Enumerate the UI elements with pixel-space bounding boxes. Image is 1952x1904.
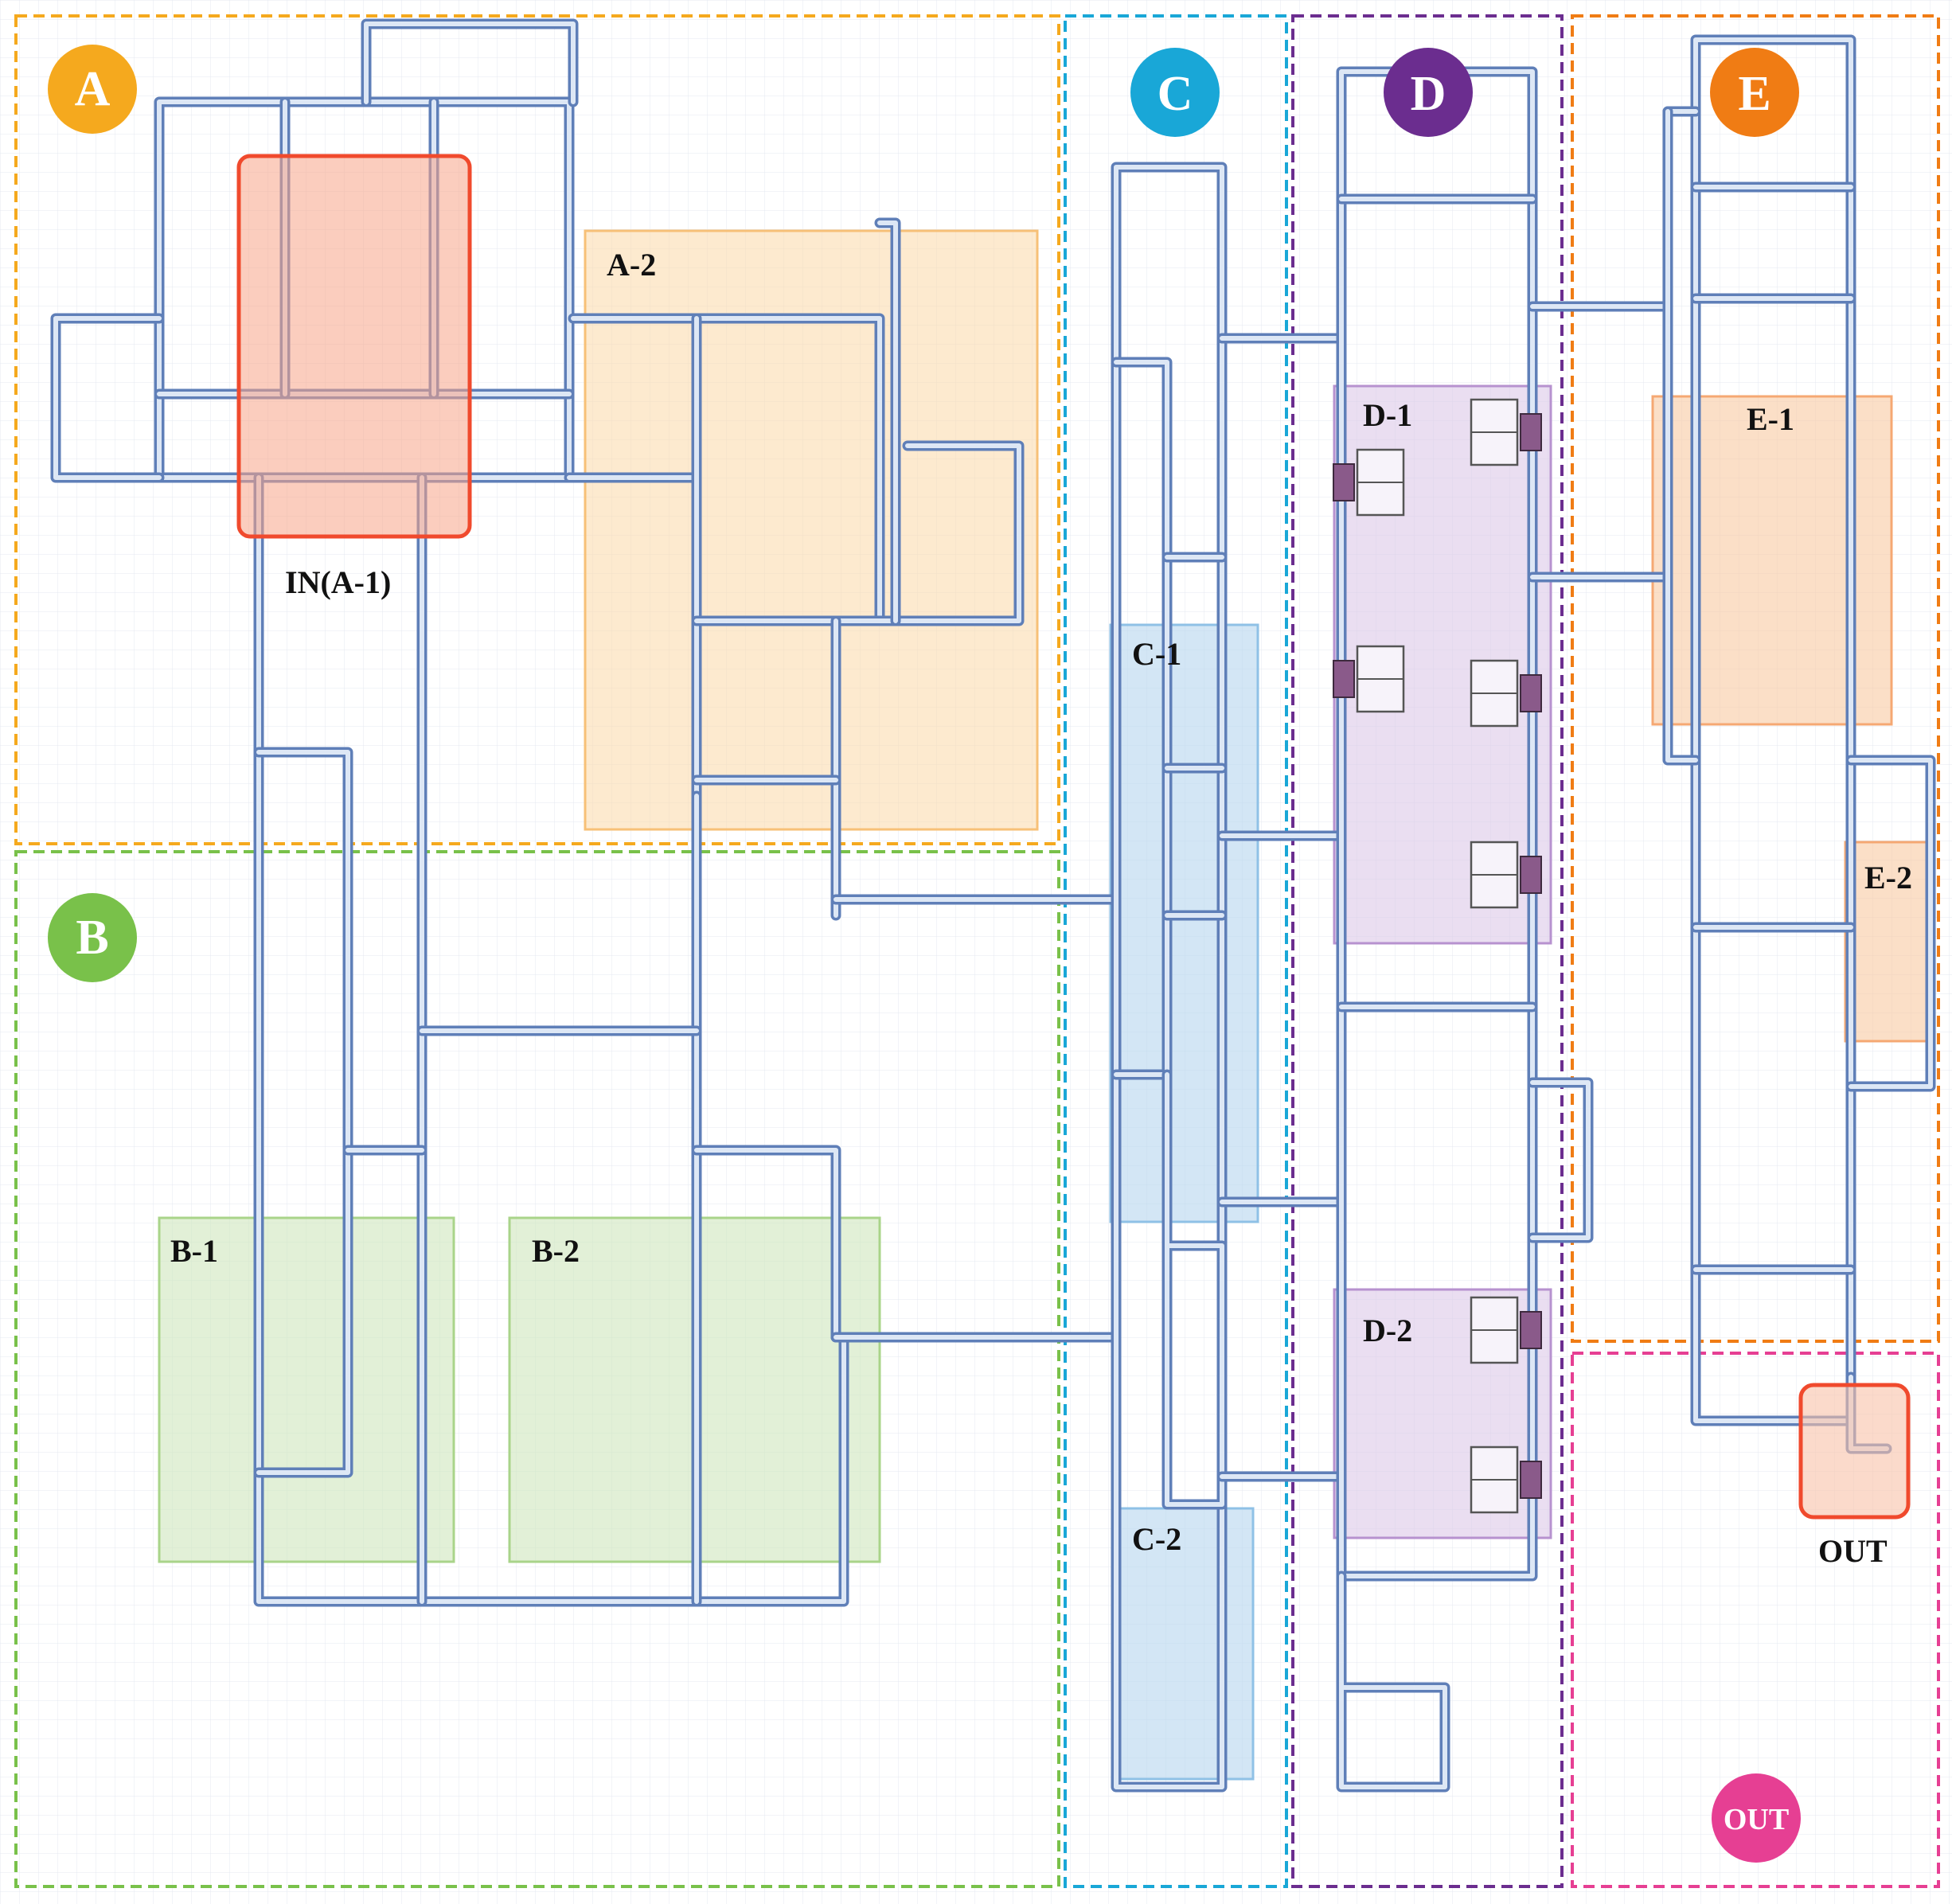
- track-segment: [694, 1148, 838, 1340]
- station-markers: [1333, 398, 1542, 1514]
- track-segment: [1114, 360, 1169, 1077]
- zone-e-label: E: [1738, 67, 1770, 121]
- sub-area-labels: IN(A-1) A-2 B-1 B-2 C-1 C-2 D-1 D-2 E-1 …: [170, 247, 1912, 1569]
- zone-d-marker: D: [1384, 48, 1473, 137]
- label-b1: B-1: [170, 1233, 218, 1269]
- track-segment: [1849, 758, 1933, 1089]
- label-c1: C-1: [1132, 636, 1181, 672]
- label-a2: A-2: [607, 247, 656, 283]
- track-segment: [1165, 1072, 1224, 1507]
- station-connector: [1520, 856, 1542, 894]
- track-segment: [1530, 1080, 1591, 1240]
- zone-e-circle: [1710, 48, 1799, 137]
- zone-b-label: B: [76, 911, 108, 965]
- track-segment: [364, 21, 576, 104]
- label-in-a1: IN(A-1): [285, 564, 391, 600]
- station-connector: [1520, 1461, 1542, 1499]
- zone-a-label: A: [75, 62, 111, 116]
- area-c1: [1109, 623, 1259, 1223]
- label-d2: D-2: [1363, 1313, 1412, 1348]
- zone-c-marker: C: [1130, 48, 1220, 137]
- zone-b-boundary: [14, 850, 1060, 1888]
- zone-b-marker: B: [48, 893, 137, 982]
- zone-out-circle: [1712, 1773, 1801, 1863]
- zone-out-boundary: [1571, 1352, 1940, 1888]
- track-segment: [877, 220, 898, 623]
- station-connector: [1333, 660, 1355, 698]
- area-a2: [584, 229, 1039, 831]
- label-c2: C-2: [1132, 1521, 1181, 1557]
- track-segment: [1339, 69, 1535, 1578]
- label-e1: E-1: [1747, 401, 1794, 437]
- track-segment: [1339, 1574, 1447, 1789]
- track-segment: [256, 475, 846, 1604]
- station-connector: [1520, 674, 1542, 712]
- area-b1: [158, 1216, 455, 1563]
- label-e2: E-2: [1864, 860, 1912, 895]
- conveyor-tracks: [50, 18, 1936, 1793]
- zone-out-label: OUT: [1724, 1803, 1789, 1836]
- label-d1: D-1: [1363, 397, 1412, 433]
- track-segment: [1665, 109, 1698, 763]
- track-segment: [1114, 165, 1224, 1789]
- station-connector: [1520, 1311, 1542, 1349]
- zone-boundaries: [14, 14, 1940, 1888]
- zone-d-label: D: [1411, 67, 1446, 121]
- zone-d-circle: [1384, 48, 1473, 137]
- track-segment: [53, 316, 162, 480]
- zone-a-circle: [48, 45, 137, 134]
- in-area-box: [236, 154, 472, 539]
- station-connector: [1333, 463, 1355, 501]
- zone-markers: A B C D E OUT: [48, 45, 1801, 1863]
- zone-out-marker: OUT: [1712, 1773, 1801, 1863]
- label-b2: B-2: [532, 1233, 580, 1269]
- station-connector: [1520, 413, 1542, 451]
- zone-c-boundary: [1064, 14, 1288, 1888]
- zone-e-marker: E: [1710, 48, 1799, 137]
- track-segment: [571, 316, 882, 623]
- zone-c-label: C: [1158, 67, 1193, 121]
- track-segment: [694, 443, 1021, 623]
- zone-c-circle: [1130, 48, 1220, 137]
- zone-a-marker: A: [48, 45, 137, 134]
- zone-b-circle: [48, 893, 137, 982]
- label-out: OUT: [1818, 1533, 1888, 1569]
- track-segment: [256, 750, 350, 1475]
- zone-a-boundary: [14, 14, 1060, 845]
- zone-e-boundary: [1571, 14, 1940, 1343]
- out-area-box: [1798, 1383, 1911, 1520]
